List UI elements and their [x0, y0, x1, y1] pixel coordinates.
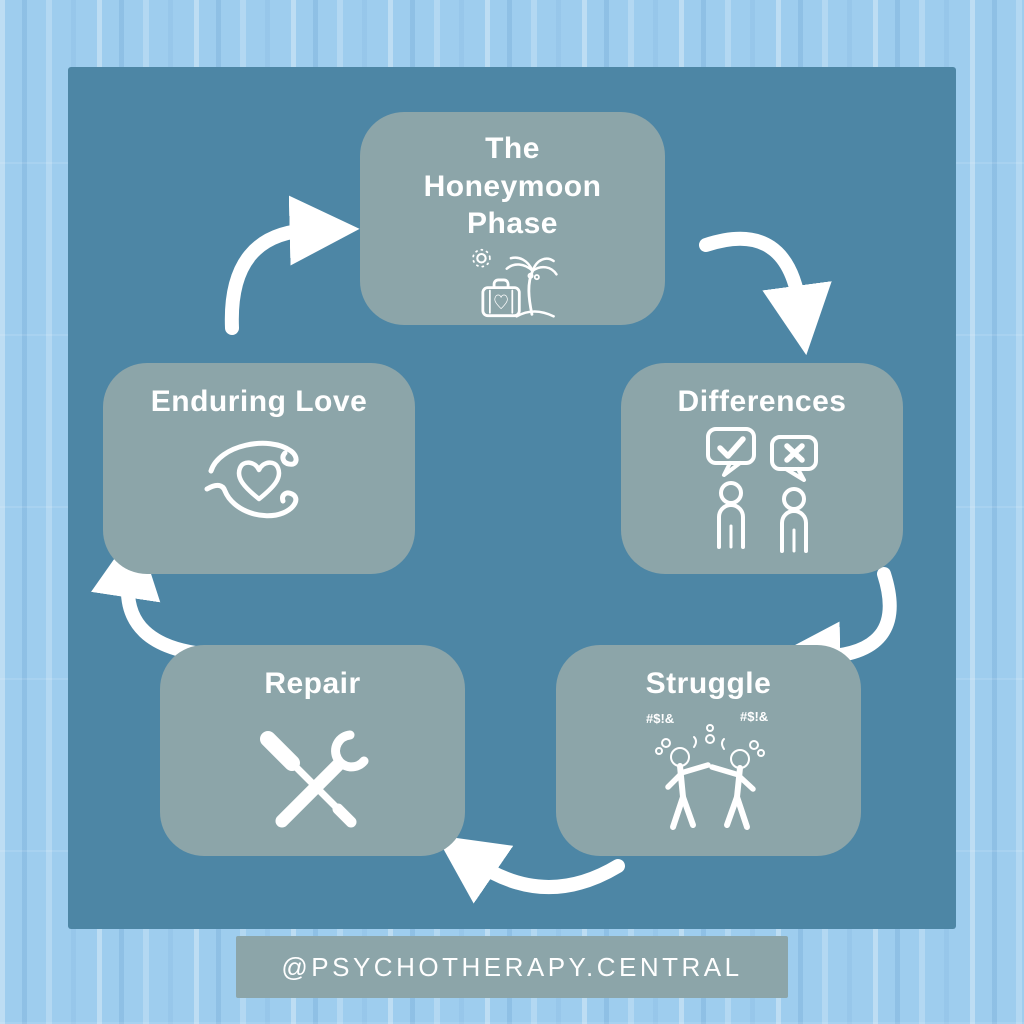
- crossed-wrench-screwdriver-icon: [259, 730, 368, 827]
- stage-enduring-love-label: Enduring Love: [150, 385, 368, 418]
- stage-enduring-love: Enduring Love: [103, 363, 415, 574]
- stage-differences-label: Differences: [677, 385, 847, 418]
- hands-holding-heart-icon: [204, 440, 299, 518]
- struggle-swear-symbols-right: #$!&: [740, 709, 768, 724]
- vacation-suitcase-palm-sun-icon: [471, 248, 558, 318]
- stage-struggle-label: Struggle: [645, 667, 772, 700]
- stage-repair-label: Repair: [264, 667, 361, 700]
- footer-handle: @PSYCHOTHERAPY.CENTRAL: [281, 951, 743, 982]
- stage-differences: Differences: [621, 363, 903, 574]
- stage-struggle: Struggle #$!& #$!&: [556, 645, 861, 856]
- arguing-figures-icon: #$!& #$!&: [646, 709, 768, 830]
- footer-handle-bar: @PSYCHOTHERAPY.CENTRAL: [236, 936, 788, 998]
- stage-repair: Repair: [160, 645, 465, 856]
- struggle-swear-symbols-left: #$!&: [646, 711, 674, 726]
- stage-honeymoon-label: The Honeymoon Phase: [423, 132, 602, 240]
- stage-honeymoon: The Honeymoon Phase: [360, 112, 665, 325]
- two-people-speech-check-x-icon: [706, 426, 818, 553]
